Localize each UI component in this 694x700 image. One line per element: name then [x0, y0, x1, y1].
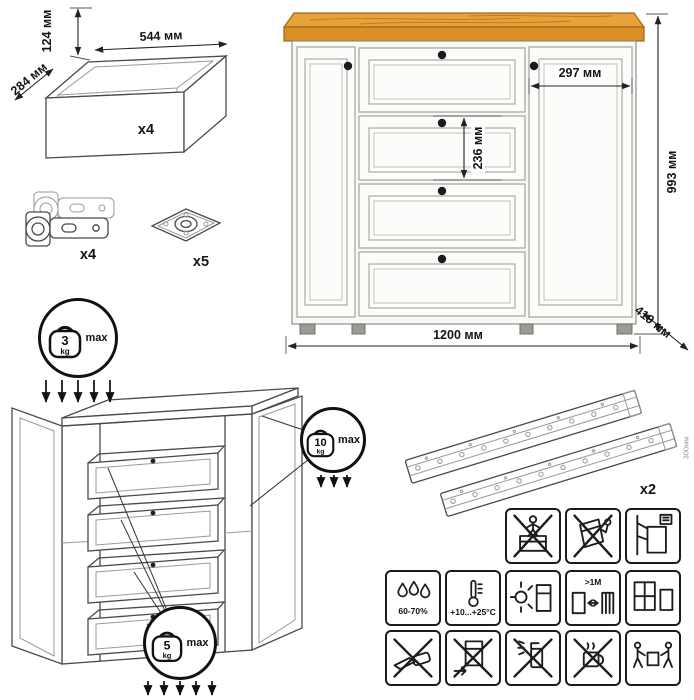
- dim-drawer-height: 124 мм: [40, 9, 54, 53]
- dim-drawer-width: 544 мм: [139, 28, 183, 44]
- dim-commode-width: 1200 мм: [430, 328, 486, 342]
- load-arrows-shelf: [316, 475, 352, 488]
- care-icon-two-person-lift: [625, 630, 681, 686]
- care-icon-temperature: +10...+25°C: [445, 570, 501, 626]
- max-label: max: [85, 332, 108, 344]
- distance-label: >1M: [584, 577, 602, 588]
- care-icon-no-sharp-tools: [385, 630, 441, 686]
- care-icon-ventilation: [625, 570, 681, 626]
- mounting-plate-drawing: [150, 208, 222, 242]
- svg-text:kg: kg: [61, 347, 70, 356]
- kettlebell-icon: 3 kg: [49, 325, 82, 359]
- care-icon-no-hot-items: [565, 630, 621, 686]
- care-icon-humidity: 60-70%: [385, 570, 441, 626]
- care-icon-no-tipping: [565, 508, 621, 564]
- dim-door-width: 297 мм: [555, 66, 605, 80]
- svg-text:kg: kg: [317, 449, 325, 456]
- care-icon-heat-distance: >1M: [565, 570, 621, 626]
- max-label: max: [186, 637, 209, 649]
- plate-count: x5: [192, 254, 210, 270]
- rails-count: x2: [639, 482, 657, 498]
- max-label: max: [337, 434, 361, 446]
- svg-text:3: 3: [62, 333, 69, 348]
- care-icon-wall-anchor: [625, 508, 681, 564]
- load-arrows-top: [41, 380, 115, 403]
- svg-text:5: 5: [164, 639, 171, 653]
- load-arrows-drawer: [143, 681, 217, 696]
- humidity-range: 60-70%: [398, 606, 428, 617]
- dim-drawer-front-height: 236 мм: [471, 123, 485, 173]
- temperature-range: +10...+25°C: [450, 607, 496, 618]
- care-icon-no-dragging: [445, 630, 501, 686]
- commode-front-drawing: [282, 12, 689, 354]
- load-limit-drawer-badge: 5 kg max: [143, 606, 217, 680]
- load-limit-shelf-badge: 10 kg max: [300, 407, 366, 473]
- svg-text:kg: kg: [163, 651, 172, 660]
- care-icon-avoid-sunlight: [505, 570, 561, 626]
- load-limit-top-badge: 3 kg max: [38, 298, 118, 378]
- dim-commode-height: 993 мм: [665, 150, 679, 194]
- care-icon-no-climbing: [505, 508, 561, 564]
- hinge-count: x4: [79, 247, 97, 263]
- kettlebell-icon: 10 kg: [306, 429, 335, 458]
- drawer-rails-drawing: [404, 389, 678, 517]
- knob: [343, 61, 353, 71]
- drawer-box-count: x4: [137, 122, 155, 138]
- care-icon-no-solvents: [505, 630, 561, 686]
- drawer-box-drawing: [14, 7, 228, 159]
- hinge-drawing: [25, 191, 115, 247]
- rail-length-label: 300мм: [681, 436, 691, 460]
- svg-text:10: 10: [314, 437, 326, 449]
- kettlebell-icon: 5 kg: [152, 631, 183, 663]
